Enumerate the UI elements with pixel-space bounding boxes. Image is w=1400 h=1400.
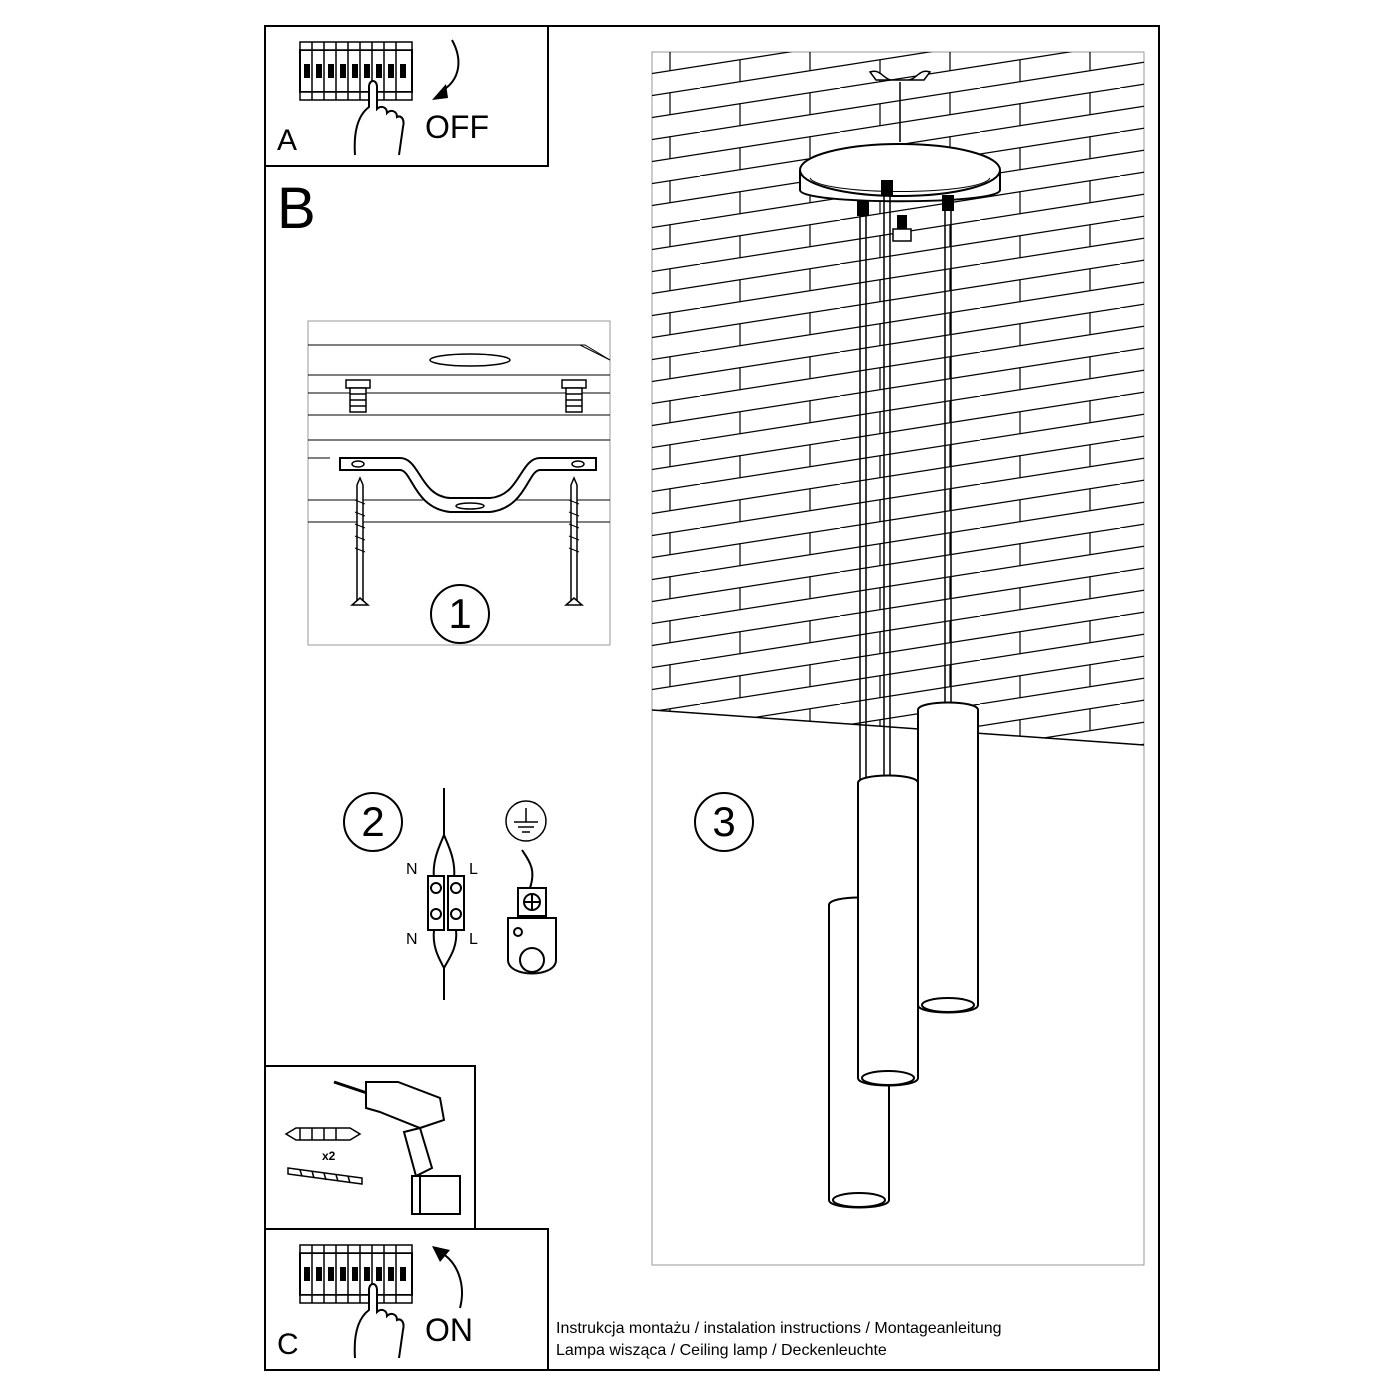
wire-live-top: L [469,861,478,878]
sheet-frame [264,25,1160,1371]
step-2-illustration [427,788,557,1000]
pendant-tube-middle [857,774,919,1087]
wall-plug-icon [284,1127,362,1141]
step-1-number: 1 [430,584,490,644]
ground-terminal [507,849,557,975]
terminal-block [427,788,465,1000]
screw-icon [287,1167,363,1185]
wire-neutral-bottom: N [406,931,418,948]
arrow-up-icon [432,1246,463,1309]
tools-panel [284,1080,461,1215]
step-3-illustration [651,51,1145,1266]
wire-live-bottom: L [469,931,478,948]
step-2-number: 2 [343,792,403,852]
panel-c-state: ON [425,1312,473,1348]
ground-symbol-icon [505,800,547,842]
circuit-breaker-icon [299,41,413,101]
panel-c [299,1244,463,1359]
pendant-tube-right [917,701,979,1014]
mounting-bracket [339,457,597,513]
screw-icon [350,476,370,606]
panel-a-state: OFF [425,109,489,145]
screw-icon [564,476,584,606]
suspension-cables [859,196,952,780]
step-3-number: 3 [694,792,754,852]
section-b-letter: B [277,176,316,241]
footer-line-2: Lampa wisząca / Ceiling lamp / Deckenleu… [556,1342,887,1359]
panel-a-letter: A [277,124,298,157]
drill-icon [333,1080,461,1215]
panel-a [299,39,460,156]
arrow-down-icon [432,39,460,100]
wire-neutral-top: N [406,861,418,878]
tools-quantity: x2 [322,1149,336,1163]
cable-grips [857,180,954,242]
footer-line-1: Instrukcja montażu / instalation instruc… [556,1320,1002,1337]
anchor-right [561,379,587,413]
ceiling-canopy [799,143,1001,203]
anchor-left [345,379,371,413]
circuit-breaker-icon [299,1244,413,1304]
ceiling-hook [868,70,932,142]
panel-c-letter: C [277,1328,299,1361]
